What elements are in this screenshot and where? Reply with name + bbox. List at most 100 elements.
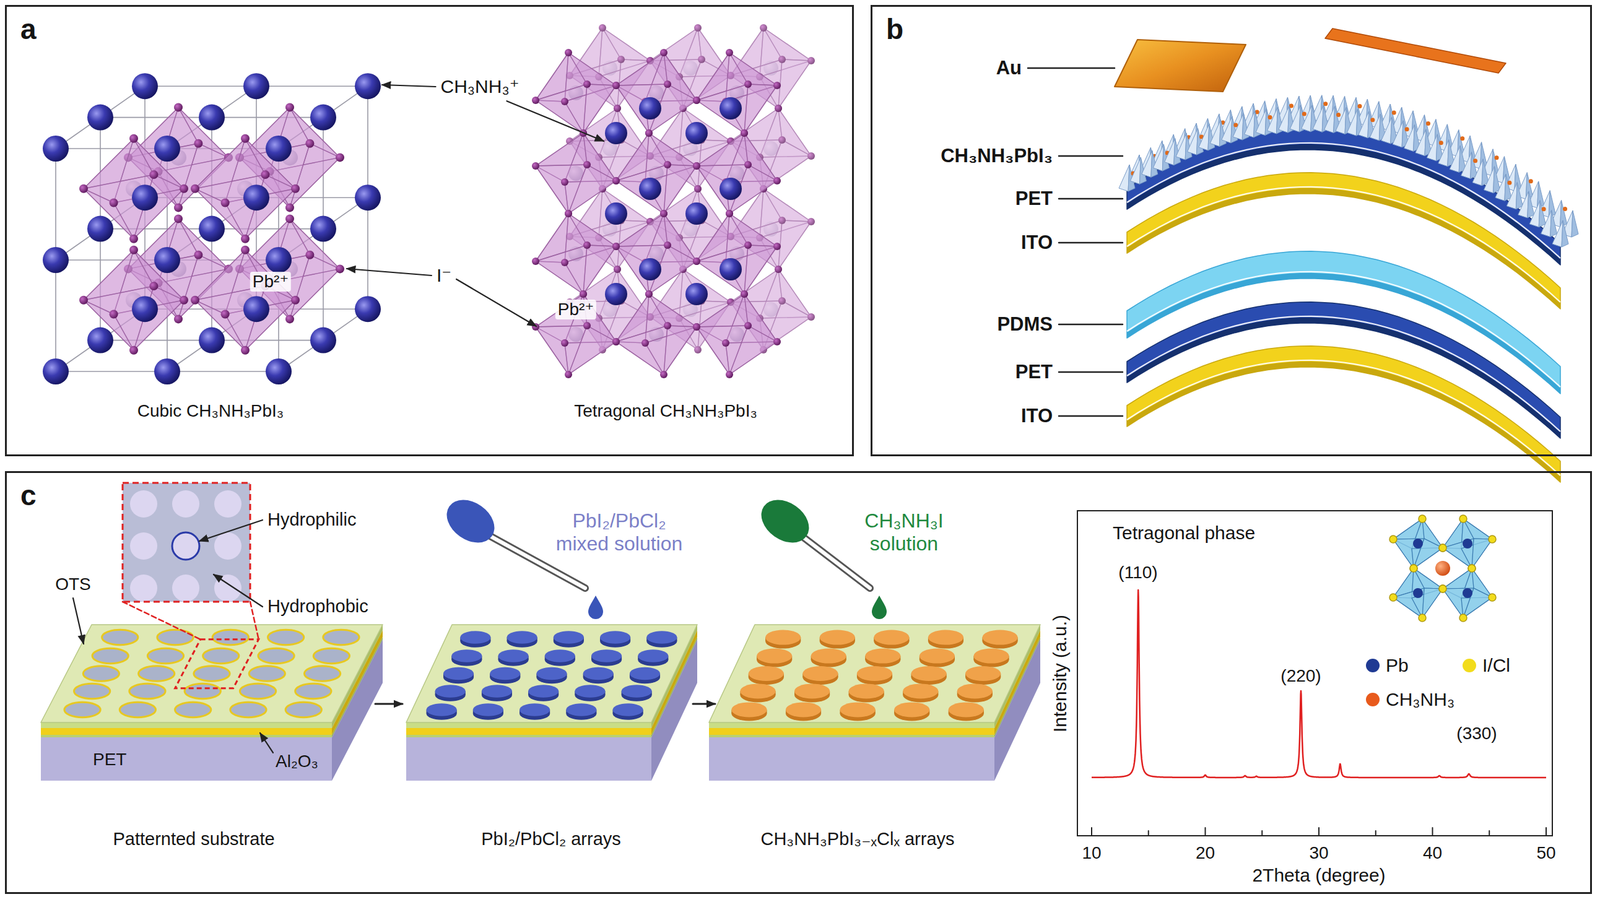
iodide-ion: [583, 241, 591, 249]
substrate-layer: [708, 728, 995, 735]
iodide-ion: [109, 198, 119, 207]
array-disk: [621, 684, 653, 698]
iodide-ion: [564, 370, 573, 379]
iodide-ion: [79, 295, 88, 305]
hydrophilic-well: [119, 702, 156, 718]
legend-text: I/Cl: [1482, 655, 1511, 677]
array-disk: [507, 630, 538, 644]
substrate-top: [406, 624, 698, 723]
perovskite-crystal: [1438, 139, 1449, 167]
array-disk: [629, 667, 661, 681]
perovskite-crystal: [1324, 106, 1335, 134]
hydrophilic-well: [248, 666, 285, 682]
inset-frame: [122, 482, 251, 602]
perovskite-crystal: [1312, 105, 1324, 132]
axis-tick: [1432, 827, 1434, 836]
ion-dot: [1336, 112, 1341, 118]
array-disk: [785, 702, 822, 718]
methylammonium-ion: [42, 247, 69, 274]
perovskite-crystal: [1289, 105, 1301, 132]
iodide-ion: [692, 257, 701, 266]
array-disk: [948, 702, 984, 718]
iodide-ion: [663, 160, 672, 169]
axis-tick: [1488, 830, 1490, 836]
leader-arrow: [346, 268, 432, 276]
perovskite-crystal: [1267, 107, 1279, 134]
leader-arrow: [456, 279, 537, 327]
array-disk: [848, 683, 885, 699]
iodide-ion: [190, 184, 200, 194]
callout-label: Hydrophobic: [267, 596, 369, 617]
axis-tick: [1091, 827, 1093, 836]
iodide-ion: [697, 55, 706, 64]
dropper-tube: [801, 536, 870, 589]
ion-dot: [1460, 136, 1465, 141]
pbi6-octahedron: [190, 134, 300, 244]
iodide-ion: [613, 104, 622, 113]
octahedron-face: [1411, 588, 1443, 618]
dropper-tube: [801, 536, 870, 589]
pbi6-octahedron: [612, 209, 701, 298]
substrate-top: [40, 624, 383, 723]
array-disk: [489, 667, 521, 681]
array-disk: [646, 630, 677, 644]
octahedron-face: [729, 325, 778, 375]
leader-arrow: [73, 598, 84, 644]
perovskite-crystal: [1571, 210, 1579, 238]
axis-tick: [1545, 827, 1547, 836]
methylammonium-ion: [131, 73, 158, 100]
iodide-ion: [744, 160, 752, 169]
halide-ion: [1488, 535, 1496, 544]
iodide-ion: [725, 370, 734, 379]
perovskite-crystal: [1529, 200, 1540, 228]
iodide-ion: [612, 81, 620, 90]
array-disk: [973, 648, 1009, 664]
halide-ion: [1418, 515, 1427, 523]
structure-caption: Cubic CH₃NH₃PbI₃: [137, 401, 284, 422]
step-caption: CH₃NH₃PbI₃₋ₓClₓ arrays: [760, 829, 955, 850]
iodide-ion: [173, 214, 183, 223]
perovskite-crystal: [1301, 105, 1313, 132]
halide-ion: [1418, 614, 1427, 622]
perovskite-crystal: [1335, 107, 1347, 135]
tick-label: 10: [1081, 843, 1101, 864]
octahedron-face: [602, 27, 651, 61]
hydrophilic-spot: [172, 532, 200, 560]
methylammonium-ion: [243, 295, 270, 322]
halide-ion: [1439, 544, 1447, 552]
hydrophilic-well: [175, 702, 212, 718]
iodide-ion: [612, 338, 620, 346]
array-disk: [811, 648, 847, 664]
tick-label: 40: [1422, 843, 1443, 864]
methylammonium-ion: [1435, 560, 1451, 576]
leader-line: [1058, 198, 1123, 200]
legend-swatch: [1365, 658, 1380, 673]
hydrophilic-spot: [172, 490, 200, 518]
octahedron-face: [763, 188, 812, 222]
pbi6-octahedron: [531, 209, 620, 298]
droplet: [871, 595, 887, 620]
hydrophilic-well: [212, 629, 249, 645]
iodide-ion: [692, 323, 701, 331]
methylammonium-ion: [685, 282, 708, 306]
iodide-ion: [773, 177, 781, 185]
hydrophilic-well: [157, 629, 194, 645]
pbi6-octahedron: [612, 129, 701, 218]
methylammonium-ion: [310, 104, 337, 131]
zoom-inset: [87, 448, 284, 689]
perovskite-crystal: [1198, 123, 1210, 151]
perovskite-crystal: [1472, 159, 1483, 186]
lead-ion: [1462, 588, 1473, 599]
dropper-bulb: [752, 491, 817, 552]
array-disk: [637, 649, 669, 663]
halide-ion: [1409, 564, 1418, 573]
octahedron-face: [778, 220, 812, 270]
leader-arrow: [213, 574, 263, 607]
perovskite-crystal: [1495, 173, 1506, 201]
pbi6-octahedron: [692, 209, 781, 298]
iodide-ion: [744, 80, 752, 88]
process-arrow: [692, 703, 716, 706]
iodide-ion: [564, 209, 573, 218]
pbi6-octahedron: [531, 48, 620, 137]
